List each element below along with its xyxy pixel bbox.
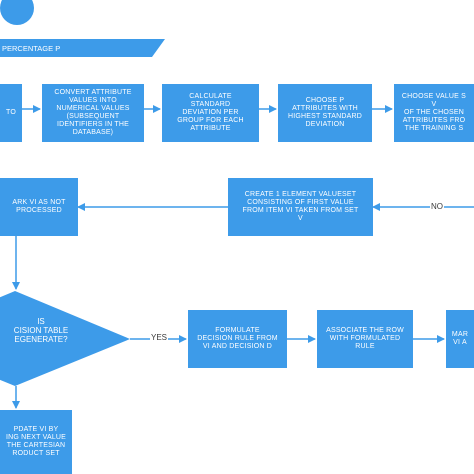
decision-diamond: [0, 291, 130, 386]
step-mark-not-processed: ark vi as not processed: [0, 178, 78, 236]
step-to: TO: [0, 84, 22, 142]
yes-label: YES: [150, 333, 169, 343]
step-associate-row: Associate the row with formulated rule: [317, 310, 413, 368]
step-choose-value-set: Choose value s V of the chosen attribute…: [394, 84, 474, 142]
start-circle: [0, 0, 34, 25]
step-mark-right: Mar vi a: [446, 310, 474, 368]
decision-degenerate: Is cision Table egenerate?: [13, 316, 69, 344]
step-choose-p-attributes: Choose p attributes with highest standar…: [278, 84, 372, 142]
banner-shape: [0, 39, 165, 57]
no-label: NO: [430, 202, 444, 212]
step-create-element-valueset: Create 1 element valueset consisting of …: [228, 178, 373, 236]
banner-label: PERCENTAGE P: [2, 44, 61, 53]
step-convert-attributes: Convert attribute values into numerical …: [42, 84, 144, 142]
step-formulate-rule: Formulate decision rule from vi and deci…: [188, 310, 287, 368]
step-update-vi: pdate Vi by ing next value the cartesian…: [0, 410, 72, 474]
step-calculate-deviation: Calculate standard deviation per group f…: [162, 84, 259, 142]
